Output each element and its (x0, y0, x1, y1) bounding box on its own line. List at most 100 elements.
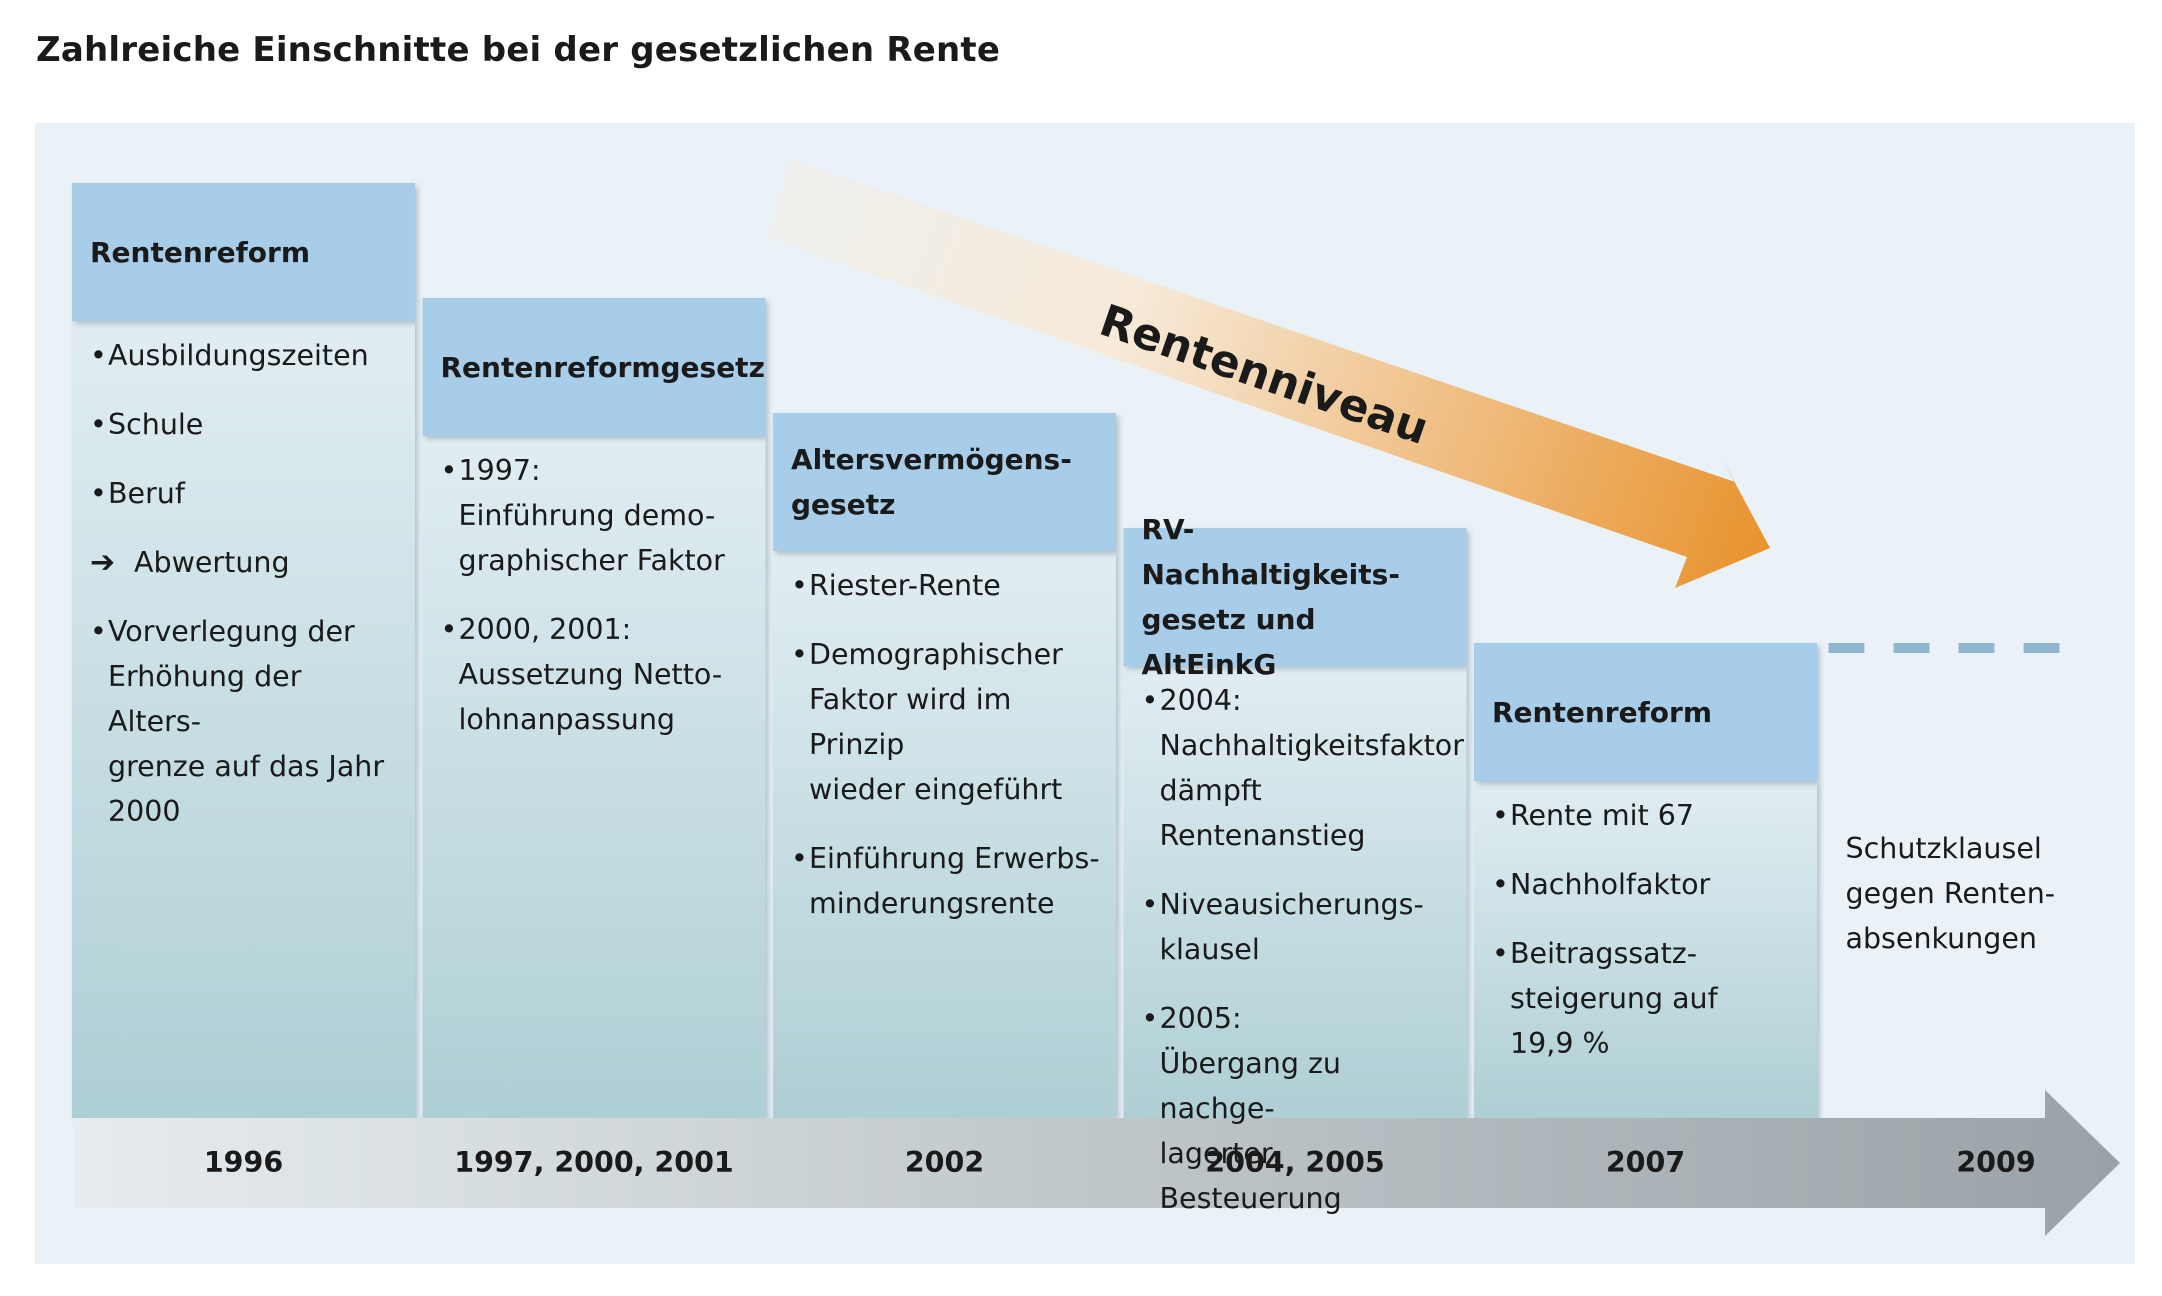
step-items-5: •Rente mit 67•Nachholfaktor•Beitragssatz… (1474, 793, 1817, 1090)
list-item-line: 2000 (108, 795, 181, 828)
continuation-dash (1893, 643, 1930, 653)
list-item-line: Beitragssatz- (1510, 937, 1698, 970)
arrow-list-item: ➔ Abwertung (90, 540, 401, 585)
list-item: •Beruf (90, 471, 401, 516)
continuation-dash (1828, 643, 1865, 653)
list-item-line: wieder eingeführt (809, 773, 1063, 806)
step-title-line: Rentenreform (90, 235, 310, 269)
list-item: •2005:Übergang zu nachge-lagerter Besteu… (1142, 996, 1453, 1221)
diagram-graphics (72, 159, 2120, 1236)
list-item-line: Nachhaltigkeitsfaktor (1159, 729, 1464, 762)
bullet-icon: • (90, 339, 107, 372)
step-items-2: •1997:Einführung demo-graphischer Faktor… (423, 448, 766, 766)
list-item-line: Beruf (108, 477, 185, 510)
bullet-icon: • (90, 477, 107, 510)
list-item: •Nachholfaktor (1492, 862, 1803, 907)
step-body-bg-2 (422, 436, 766, 1118)
page-title: Zahlreiche Einschnitte bei der gesetzlic… (36, 30, 1001, 70)
future-note-line: absenkungen (1845, 922, 2037, 955)
future-note: Schutzklausel gegen Renten-absenkungen (1846, 826, 2056, 961)
bullet-icon: • (1492, 868, 1509, 901)
bullet-icon: • (1492, 799, 1509, 832)
step-items-1: •Ausbildungszeiten•Schule•Beruf➔Abwertun… (72, 333, 415, 858)
list-item-line: lagerter Besteuerung (1159, 1137, 1342, 1215)
step-header-bg-3 (773, 413, 1116, 551)
bullet-icon: • (1141, 684, 1159, 717)
list-item-line: grenze auf das Jahr (108, 750, 385, 783)
list-item-line: Demographischer (809, 638, 1063, 671)
step-title-line: gesetz (791, 488, 896, 521)
list-item: •Beitragssatz-steigerung auf 19,9 % (1492, 931, 1803, 1066)
timeline-year-6: 2009 (1956, 1146, 2036, 1179)
bullet-icon: • (90, 615, 107, 648)
list-item-line: Vorverlegung der (108, 615, 355, 648)
list-item-line: Faktor wird im Prinzip (809, 683, 1012, 761)
list-item: •Niveausicherungs-klausel (1142, 882, 1453, 972)
bullet-icon: • (1492, 937, 1509, 970)
timeline-year-4: 2004, 2005 (1205, 1146, 1385, 1179)
timeline-year-1: 1996 (203, 1146, 284, 1179)
list-item: •1997: Einführung demo-graphischer Faktor (441, 448, 752, 583)
list-item-line: klausel (1159, 933, 1260, 966)
list-item: •Einführung Erwerbs-minderungsrente (791, 836, 1102, 926)
list-item-line: Ausbildungszeiten (108, 339, 369, 372)
continuation-dash (2023, 643, 2060, 653)
timeline-year-2: 1997, 2000, 2001 (454, 1146, 734, 1179)
step-title: Rentenreform (90, 230, 310, 275)
list-item-line: 2000, 2001: (458, 613, 632, 646)
step-title-line: Altersvermögens- (791, 443, 1072, 476)
list-item-line: 2004: (1159, 684, 1242, 717)
list-item-line: Abwertung (134, 546, 290, 579)
step-header-5: Rentenreform (1474, 643, 1817, 781)
future-note-line: Schutzklausel (1845, 832, 2042, 865)
list-item-line: Niveausicherungs- (1159, 888, 1424, 921)
timeline-axis-arrow (73, 1090, 2120, 1236)
step-title-line: gesetz und AltEinkG (1141, 603, 1316, 681)
list-item-line: Rente mit 67 (1510, 799, 1695, 832)
step-header-3: Altersvermögens-gesetz (773, 413, 1116, 551)
future-note-line: gegen Renten- (1845, 877, 2056, 910)
arrow-right-icon: ➔ (90, 545, 116, 580)
step-body-bg-1 (72, 321, 415, 1118)
timeline-year-3: 2002 (904, 1146, 985, 1179)
step-header-bg-1 (72, 183, 415, 321)
step-title: Altersvermögens-gesetz (791, 437, 1072, 527)
list-item-line: 19,9 % (1510, 1027, 1610, 1060)
continuation-dash (1958, 643, 1995, 653)
bullet-icon: • (791, 842, 808, 875)
step-body-bg-4 (1123, 666, 1467, 1118)
step-body-bg-3 (773, 551, 1116, 1118)
bullet-icon: • (440, 613, 458, 646)
rentenniveau-trend-arrow (768, 159, 1770, 588)
step-title-line: Rentenreform (1492, 695, 1712, 729)
list-item: •Schule (90, 402, 401, 447)
step-body-bg-5 (1474, 781, 1817, 1118)
list-item-line: lohnanpassung (458, 703, 675, 736)
list-item-line: minderungsrente (809, 887, 1055, 920)
list-item-line: 1997: (458, 454, 541, 487)
list-item-line: dämpft Rentenanstieg (1159, 774, 1366, 852)
bullet-icon: • (440, 454, 458, 487)
step-header-4: RV-Nachhaltigkeits-gesetz und AltEinkG (1124, 513, 1467, 681)
list-item-line: Aussetzung Netto- (458, 658, 723, 691)
list-item-line: graphischer Faktor (458, 544, 725, 577)
list-item-line: Einführung demo- (458, 499, 716, 532)
step-title: Rentenreform (1492, 690, 1712, 735)
bullet-icon: • (90, 408, 107, 441)
step-title: RV-Nachhaltigkeits-gesetz und AltEinkG (1142, 507, 1449, 687)
step-header-bg-2 (422, 298, 766, 436)
list-item: •2004: Nachhaltigkeitsfaktor dämpft Renten… (1141, 678, 1464, 858)
list-item-line: Einführung Erwerbs- (809, 842, 1100, 875)
step-header-bg-4 (1123, 528, 1467, 666)
step-title-line: RV-Nachhaltigkeits- (1141, 513, 1400, 591)
bullet-icon: • (791, 638, 808, 671)
list-item-line: Übergang zu nachge- (1159, 1047, 1342, 1125)
list-item-line: steigerung auf (1510, 982, 1718, 1015)
list-item-line: Schule (108, 408, 204, 441)
list-item: •Rente mit 67 (1492, 793, 1803, 838)
step-items-4: •2004: Nachhaltigkeitsfaktor dämpft Renten… (1124, 678, 1467, 1245)
timeline-year-5: 2007 (1605, 1146, 1686, 1179)
